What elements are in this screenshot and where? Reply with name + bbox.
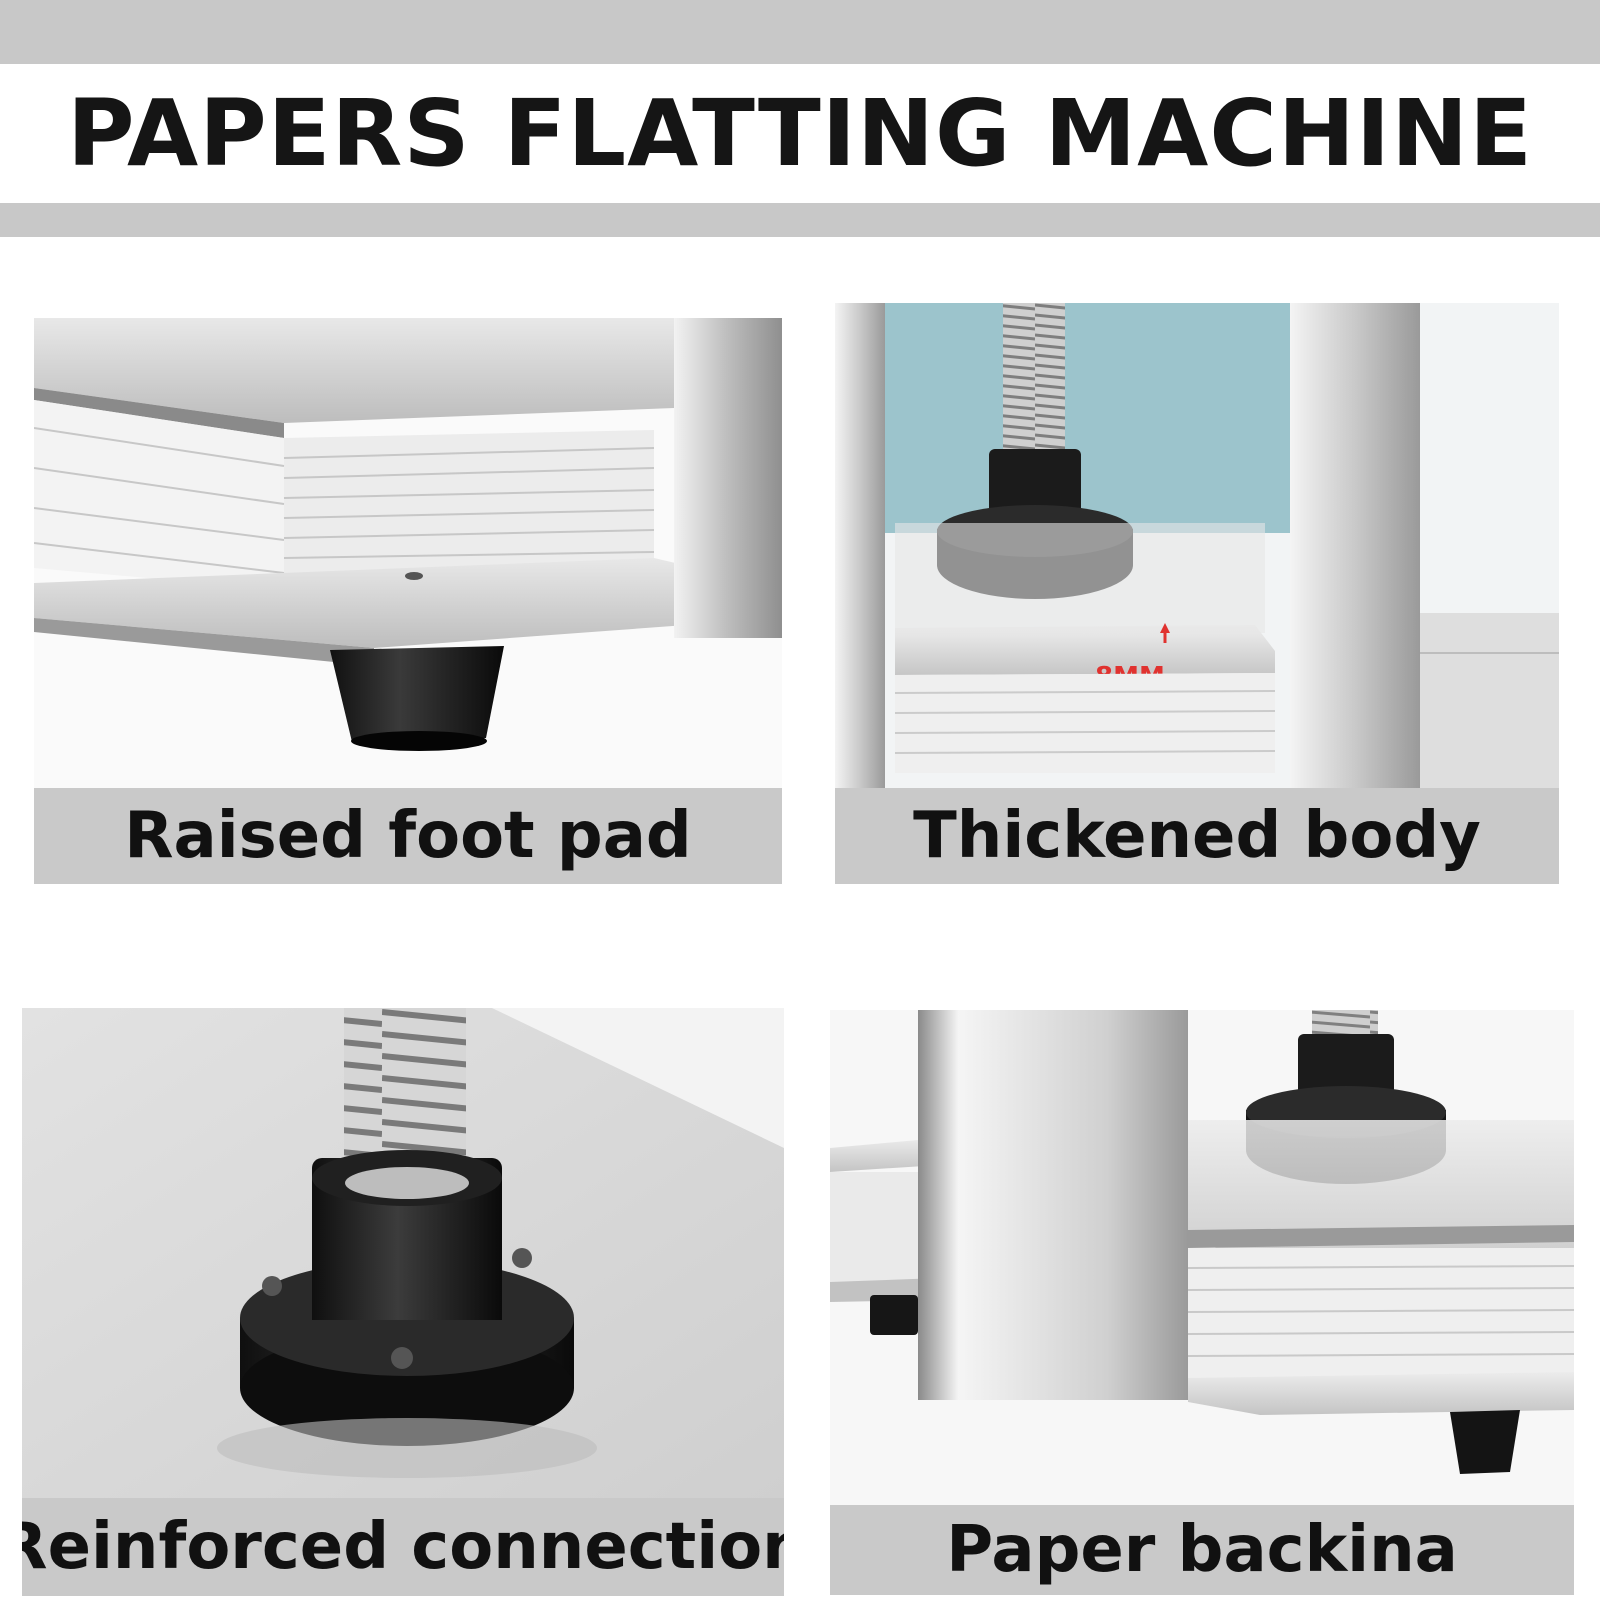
- header-band-bottom: [0, 203, 1600, 237]
- header-band-top: [0, 0, 1600, 64]
- thickened-body-photo: 8MM: [835, 303, 1559, 788]
- page-title: PAPERS FLATTING MACHINE: [67, 80, 1533, 187]
- caption-paper-backing: Paper backina: [830, 1505, 1574, 1595]
- feature-panel-paper-backing: Paper backina: [830, 1010, 1574, 1595]
- caption-thickened-body: Thickened body: [835, 788, 1559, 884]
- feature-panel-thickened-body: 8MM Thickened body: [835, 303, 1559, 884]
- reinforced-connection-photo: [22, 1008, 784, 1498]
- caption-raised-foot-pad: Raised foot pad: [34, 788, 782, 884]
- feature-panel-reinforced-connection: Reinforced connection: [22, 1008, 784, 1596]
- paper-backing-photo: [830, 1010, 1574, 1505]
- raised-foot-pad-photo: [34, 318, 782, 788]
- feature-panel-raised-foot-pad: Raised foot pad: [34, 318, 782, 884]
- caption-reinforced-connection: Reinforced connection: [22, 1498, 784, 1596]
